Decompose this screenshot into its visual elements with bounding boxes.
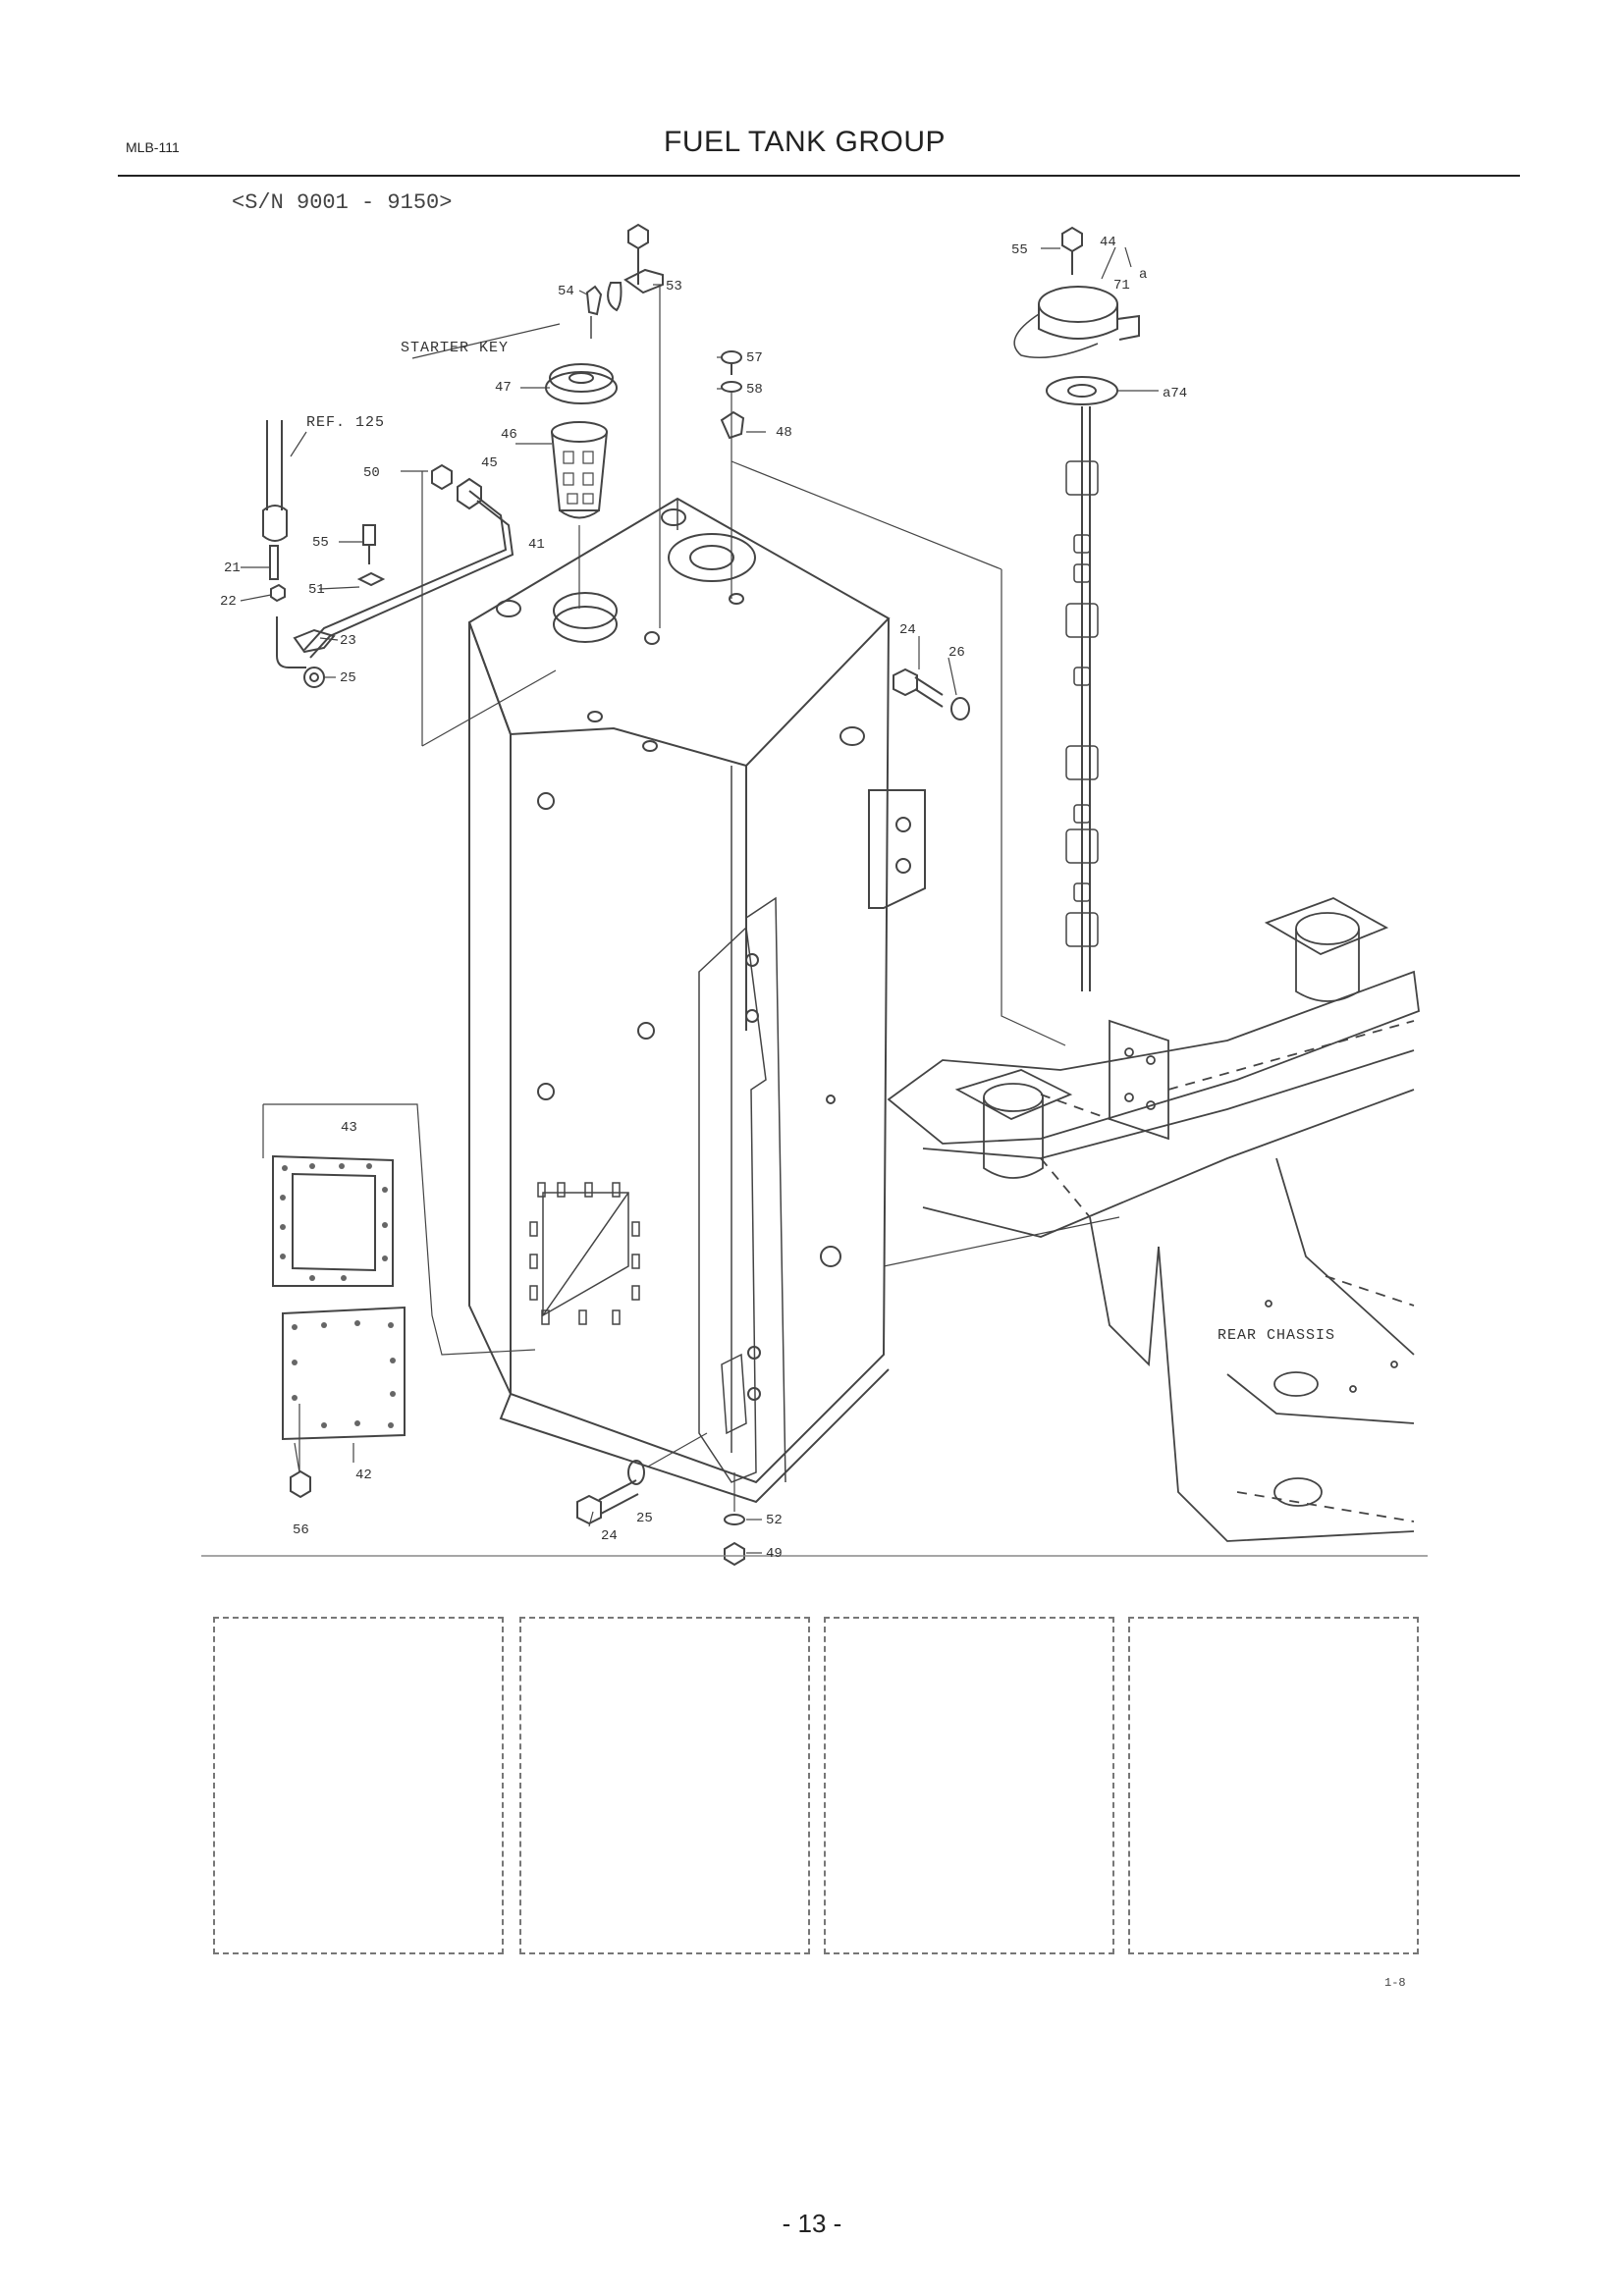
part-number: 58: [746, 382, 763, 398]
part-number: 56: [293, 1522, 309, 1538]
leader-lines: [240, 246, 1159, 1554]
starter-key-label: STARTER KEY: [401, 340, 509, 356]
bolt-washer-right: [893, 636, 970, 721]
part-number: 43: [341, 1120, 357, 1136]
gasket-and-cover: [262, 1103, 536, 1499]
part-number: 41: [528, 537, 545, 553]
part-number: 53: [666, 279, 682, 294]
part-number-labels: 53 54 55 44 71 a 57 58 a74 47 46 48 50 4…: [220, 235, 1335, 1562]
rear-chassis: [883, 897, 1420, 1542]
part-number: 24: [899, 622, 916, 638]
part-number: 21: [224, 561, 241, 576]
part-number: 48: [776, 425, 792, 441]
notes-boxes: [213, 1617, 1423, 1956]
part-number: 52: [766, 1513, 783, 1528]
part-number: 25: [636, 1511, 653, 1526]
note-box: [519, 1617, 810, 1954]
part-number: a: [1139, 267, 1147, 283]
part-number: 44: [1100, 235, 1116, 250]
figure-id: 1-8: [1384, 1976, 1406, 1990]
pipe-assembly: [262, 420, 557, 747]
part-number: 54: [558, 284, 574, 299]
part-number: 42: [355, 1468, 372, 1483]
part-number: 55: [312, 535, 329, 551]
part-number: 47: [495, 380, 512, 396]
level-sender-assembly: [731, 226, 1140, 1046]
part-number: 22: [220, 594, 237, 610]
document-code: MLB-111: [126, 139, 180, 155]
part-number: 24: [601, 1528, 618, 1544]
note-box: [824, 1617, 1114, 1954]
note-box: [213, 1617, 504, 1954]
part-number: 50: [363, 465, 380, 481]
part-number: 23: [340, 633, 356, 649]
serial-range: <S/N 9001 - 9150>: [232, 190, 453, 215]
page-title: FUEL TANK GROUP: [664, 126, 946, 158]
part-number: 55: [1011, 242, 1028, 258]
page-number: - 13 -: [782, 2209, 842, 2238]
bottom-fasteners: [576, 1432, 745, 1567]
part-number: 26: [948, 645, 965, 661]
part-number: 49: [766, 1546, 783, 1562]
header-rule: [118, 175, 1520, 177]
note-box: [1128, 1617, 1419, 1954]
fuel-cap-assembly: [545, 223, 766, 628]
rear-chassis-label: REAR CHASSIS: [1218, 1327, 1335, 1344]
part-number: 57: [746, 350, 763, 366]
part-number: 45: [481, 455, 498, 471]
ref-label: REF. 125: [306, 414, 385, 431]
fuel-tank: [467, 497, 926, 1504]
part-number: 71: [1113, 278, 1130, 294]
part-number: a74: [1163, 386, 1187, 401]
part-number: 46: [501, 427, 517, 443]
part-number: 51: [308, 582, 325, 598]
part-number: 25: [340, 670, 356, 686]
